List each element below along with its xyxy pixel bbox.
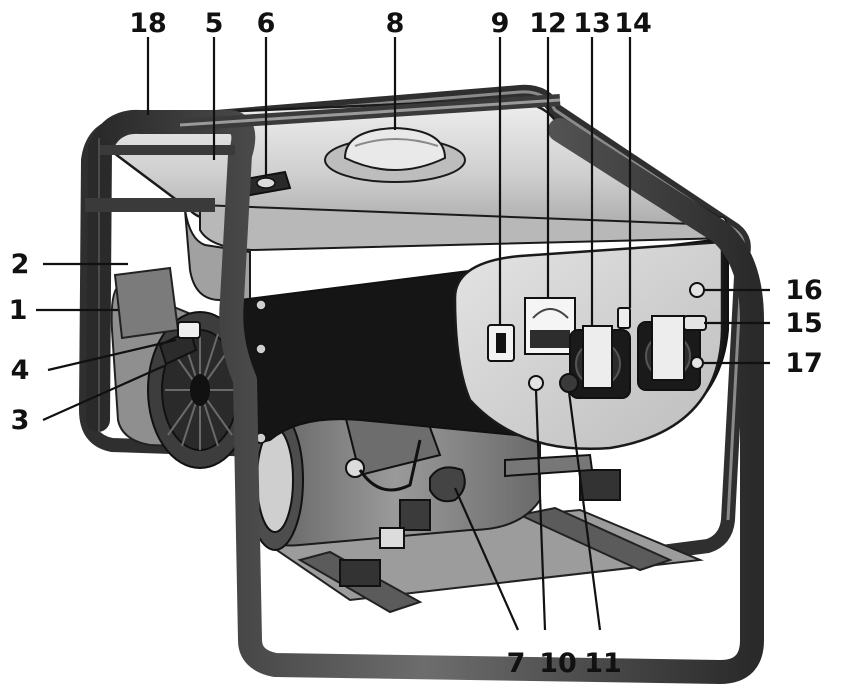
control-panel xyxy=(238,216,729,450)
label-16: 16 xyxy=(785,275,823,306)
label-15: 15 xyxy=(785,308,823,339)
leader-lines xyxy=(36,37,770,631)
label-13: 13 xyxy=(573,8,611,39)
label-2: 2 xyxy=(11,249,30,280)
callout-labels: 18 5 6 8 9 12 13 14 2 1 4 3 16 15 17 7 1… xyxy=(9,8,823,679)
front-frame xyxy=(85,94,764,684)
label-1: 1 xyxy=(9,295,28,326)
label-8: 8 xyxy=(386,8,405,39)
label-4: 4 xyxy=(11,355,30,386)
label-6: 6 xyxy=(257,8,276,39)
label-12: 12 xyxy=(529,8,567,39)
label-17: 17 xyxy=(785,348,823,379)
label-7: 7 xyxy=(507,648,526,679)
label-5: 5 xyxy=(205,8,224,39)
label-11: 11 xyxy=(584,648,622,679)
label-10: 10 xyxy=(539,648,577,679)
label-9: 9 xyxy=(491,8,510,39)
label-3: 3 xyxy=(11,405,30,436)
label-14: 14 xyxy=(614,8,652,39)
label-18: 18 xyxy=(129,8,167,39)
